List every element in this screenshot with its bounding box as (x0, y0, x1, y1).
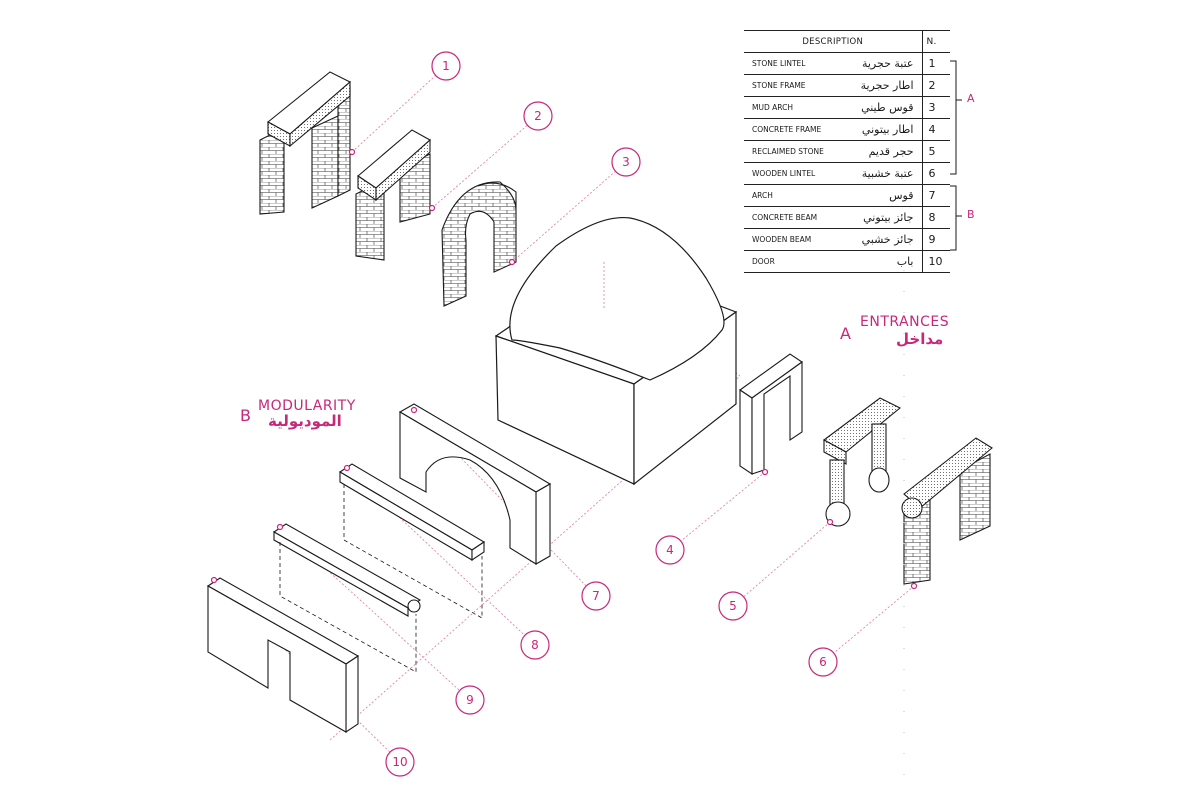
callout-number-8: 8 (531, 638, 539, 652)
legend-row-arabic: حجر قديم (842, 140, 922, 163)
legend-row-number: 9 (921, 228, 950, 251)
dome-building-illustration (494, 216, 738, 486)
callout-markers (385, 51, 838, 777)
legend-row-arabic: اطار حجرية (842, 74, 922, 97)
modularity-label-ar: الموديولية (268, 412, 342, 430)
arch-panel-illustration (398, 403, 552, 565)
legend-header-description: DESCRIPTION (744, 30, 922, 53)
legend-row-number: 3 (921, 96, 950, 119)
callout-number-5: 5 (729, 599, 737, 613)
modularity-letter: B (240, 406, 251, 425)
legend-row-english: MUD ARCH (744, 96, 843, 119)
legend-row-english: RECLAIMED STONE (744, 140, 843, 163)
legend-row-number: 8 (921, 206, 950, 229)
legend-row-arabic: قوس (842, 184, 922, 207)
concrete-frame-illustration (739, 353, 803, 476)
stone-lintel-illustration (259, 71, 351, 215)
mud-arch-illustration (441, 181, 517, 307)
legend-brackets (950, 60, 962, 251)
legend-row-number: 5 (921, 140, 950, 163)
anchor-points (210, 148, 918, 590)
legend-header-number: N. (921, 30, 950, 53)
legend-row-arabic: جائز خشبي (842, 228, 922, 251)
legend-row-number: 7 (921, 184, 950, 207)
legend-row-arabic: جائز بيتوني (842, 206, 922, 229)
modularity-label-en: MODULARITY (258, 398, 356, 414)
entrances-label-ar: مداخل (896, 330, 944, 348)
door-panel-illustration (206, 577, 360, 734)
legend-row-english: WOODEN LINTEL (744, 162, 843, 185)
legend-row-english: STONE LINTEL (744, 52, 843, 75)
wooden-beam-illustration (272, 523, 422, 673)
callout-number-7: 7 (592, 589, 600, 603)
legend-row-english: WOODEN BEAM (744, 228, 843, 251)
legend-row-english: DOOR (744, 250, 843, 273)
stone-frame-illustration (355, 129, 431, 261)
legend-row-english: ARCH (744, 184, 843, 207)
reclaimed-stone-illustration (822, 397, 902, 527)
legend-row-english: CONCRETE FRAME (744, 118, 843, 141)
legend-group-b-letter: B (967, 208, 975, 221)
legend-row-english: CONCRETE BEAM (744, 206, 843, 229)
callout-number-2: 2 (534, 109, 542, 123)
legend-row-arabic: باب (842, 250, 922, 273)
legend-row-arabic: عتبة خشبية (842, 162, 922, 185)
legend-group-a-letter: A (967, 92, 975, 105)
wooden-lintel-illustration (901, 437, 993, 585)
legend-row-arabic: اطار بيتوني (842, 118, 922, 141)
callout-number-4: 4 (666, 543, 674, 557)
concrete-beam-illustration (338, 463, 486, 619)
legend-row-english: STONE FRAME (744, 74, 843, 97)
callout-number-6: 6 (819, 655, 827, 669)
modularity-title: B MODULARITY الموديولية (240, 398, 360, 438)
legend-row-arabic: عتبة حجرية (842, 52, 922, 75)
legend-row-number: 6 (921, 162, 950, 185)
entrances-letter: A (840, 324, 851, 343)
callout-number-3: 3 (622, 155, 630, 169)
callout-number-1: 1 (442, 59, 450, 73)
entrances-label-en: ENTRANCES (860, 314, 950, 330)
legend-row-number: 2 (921, 74, 950, 97)
callout-number-9: 9 (466, 693, 474, 707)
legend-row-number: 4 (921, 118, 950, 141)
entrances-title: A ENTRANCES مداخل (836, 314, 956, 354)
legend-row-number: 10 (921, 250, 950, 273)
legend-row-number: 1 (921, 52, 950, 75)
callout-number-10: 10 (392, 755, 407, 769)
legend-row-arabic: قوس طيني (842, 96, 922, 119)
